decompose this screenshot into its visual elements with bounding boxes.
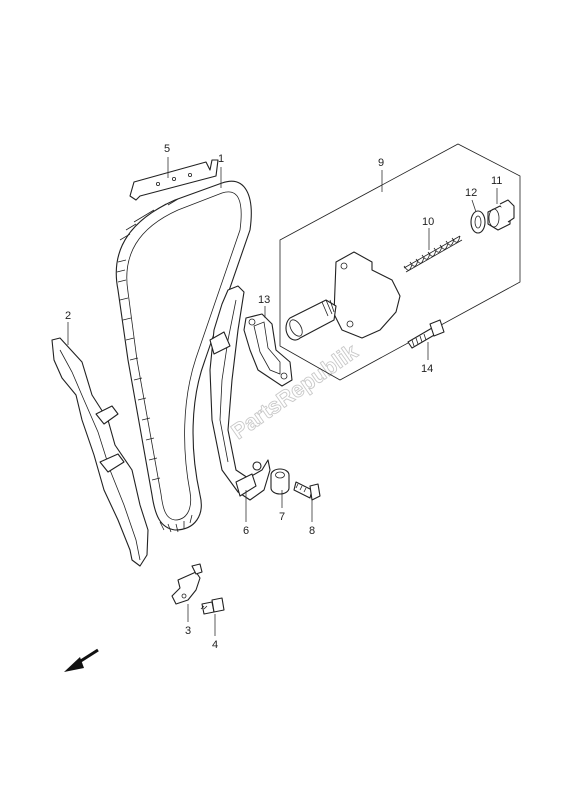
tensioner-gasket bbox=[243, 313, 293, 387]
tensioner-cap-bolt bbox=[487, 199, 515, 231]
tensioner-spring bbox=[403, 235, 463, 273]
cam-chain-tensioner-guide bbox=[51, 337, 149, 567]
cam-chain-guide bbox=[209, 285, 271, 501]
callout-13: 13 bbox=[258, 294, 270, 306]
leader-12 bbox=[471, 199, 477, 213]
chain-guide-plate bbox=[129, 159, 219, 201]
cam-chain bbox=[115, 180, 252, 533]
guide-collar bbox=[270, 468, 290, 495]
guide-bolt bbox=[293, 481, 321, 501]
stopper-bolt bbox=[200, 597, 225, 615]
sealing-washer bbox=[470, 210, 486, 234]
callout-7: 7 bbox=[279, 511, 285, 523]
front-arrow-icon bbox=[64, 648, 99, 672]
callout-labels: 5 1 2 9 10 12 11 13 14 6 7 8 3 4 bbox=[65, 143, 502, 651]
chain-stopper bbox=[171, 563, 203, 605]
callout-6: 6 bbox=[243, 525, 249, 537]
callout-10: 10 bbox=[422, 216, 434, 228]
callout-3: 3 bbox=[185, 625, 191, 637]
tensioner-body bbox=[285, 251, 401, 341]
callout-14: 14 bbox=[421, 363, 433, 375]
callout-5: 5 bbox=[164, 143, 170, 155]
callout-9: 9 bbox=[378, 157, 384, 169]
callout-12: 12 bbox=[465, 187, 477, 199]
callout-2: 2 bbox=[65, 310, 71, 322]
tensioner-mounting-bolt bbox=[407, 319, 445, 349]
callout-1: 1 bbox=[218, 153, 224, 165]
callout-8: 8 bbox=[309, 525, 315, 537]
leader-lines bbox=[67, 157, 498, 636]
callout-4: 4 bbox=[212, 639, 218, 651]
callout-11: 11 bbox=[491, 175, 502, 187]
tensioner-assembly-box bbox=[279, 143, 521, 381]
